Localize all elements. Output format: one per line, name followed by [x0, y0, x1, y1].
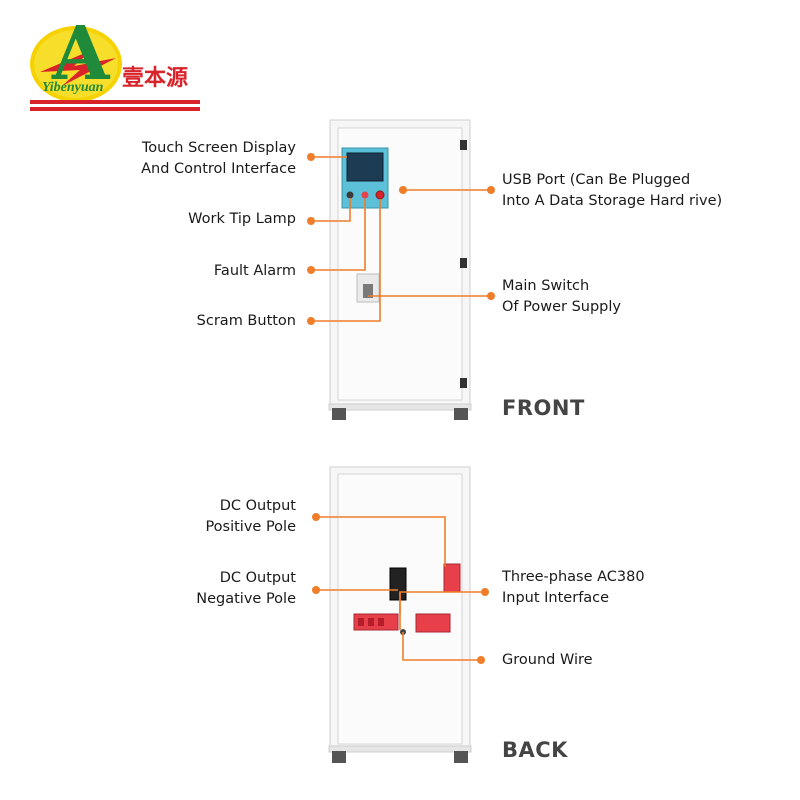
label-main-switch: Main Switch Of Power Supply [502, 278, 621, 315]
leader-work-tip-lamp [311, 198, 351, 222]
label-work-tip-lamp: Work Tip Lamp [188, 211, 296, 227]
label-usb-port: USB Port (Can Be Plugged Into A Data Sto… [502, 172, 723, 209]
leader-fault-alarm [311, 199, 366, 271]
label-fault-alarm: Fault Alarm [213, 263, 296, 279]
label-ac-input: Three-phase AC380 Input Interface [502, 569, 645, 606]
label-dc-negative: DC Output Negative Pole [196, 570, 296, 607]
leader-ground-wire [402, 632, 481, 661]
leader-ac-input [399, 591, 485, 630]
logo-letter: A [52, 11, 110, 97]
ac-input-strip [353, 613, 399, 631]
leader-dc-positive [316, 516, 446, 567]
fault-alarm-lamp [361, 191, 369, 199]
view-title-front: FRONT [502, 396, 585, 420]
label-touch-screen: Touch Screen Display And Control Interfa… [141, 140, 296, 177]
view-title-back: BACK [502, 738, 568, 762]
work-tip-lamp [346, 191, 354, 199]
label-dc-positive: DC Output Positive Pole [205, 498, 296, 535]
ac-input-box [415, 613, 451, 633]
label-scram-button: Scram Button [196, 313, 296, 329]
logo-latin: Yibenyuan [42, 80, 104, 95]
brand-logo [30, 26, 200, 111]
touch-screen [346, 152, 384, 182]
label-ground-wire: Ground Wire [502, 652, 593, 668]
logo-bolt-icon [40, 50, 116, 86]
logo-chinese: 壹本源 [122, 65, 189, 91]
leader-scram-button [311, 199, 381, 322]
